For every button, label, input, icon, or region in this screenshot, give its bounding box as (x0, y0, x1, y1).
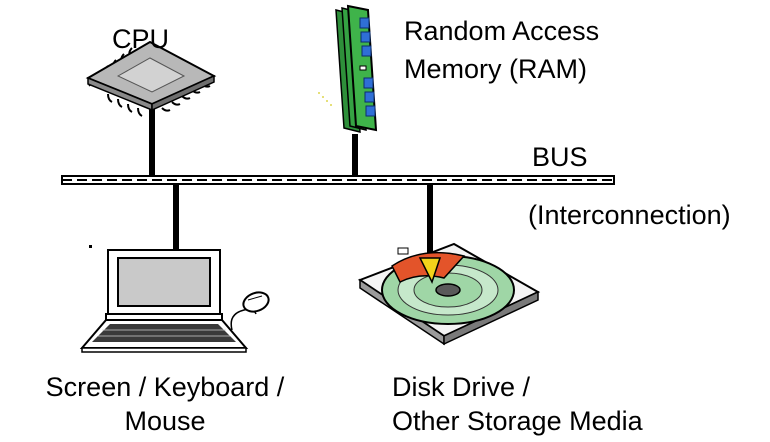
ram-label-line-1: Random Access (404, 16, 600, 46)
cpu-chip-icon (85, 40, 217, 117)
bus-connectors (149, 103, 433, 258)
cpu-label: CPU (112, 24, 170, 54)
io-label-line-2: Mouse (124, 406, 206, 436)
memory-module-icon (318, 4, 378, 133)
hard-disk-drive-icon (357, 242, 541, 346)
bus-label: BUS (532, 142, 588, 172)
io-label: Screen / Keyboard / Mouse (0, 370, 330, 438)
ram-label-line-2: Memory (RAM) (404, 54, 587, 84)
disk-label-line-2: Other Storage Media (392, 406, 643, 436)
bus-sublabel: (Interconnection) (528, 200, 731, 230)
laptop-with-mouse-icon (79, 245, 270, 353)
disk-label-line-1: Disk Drive / (392, 372, 531, 402)
system-bus (61, 175, 615, 185)
io-label-line-1: Screen / Keyboard / (45, 372, 285, 402)
